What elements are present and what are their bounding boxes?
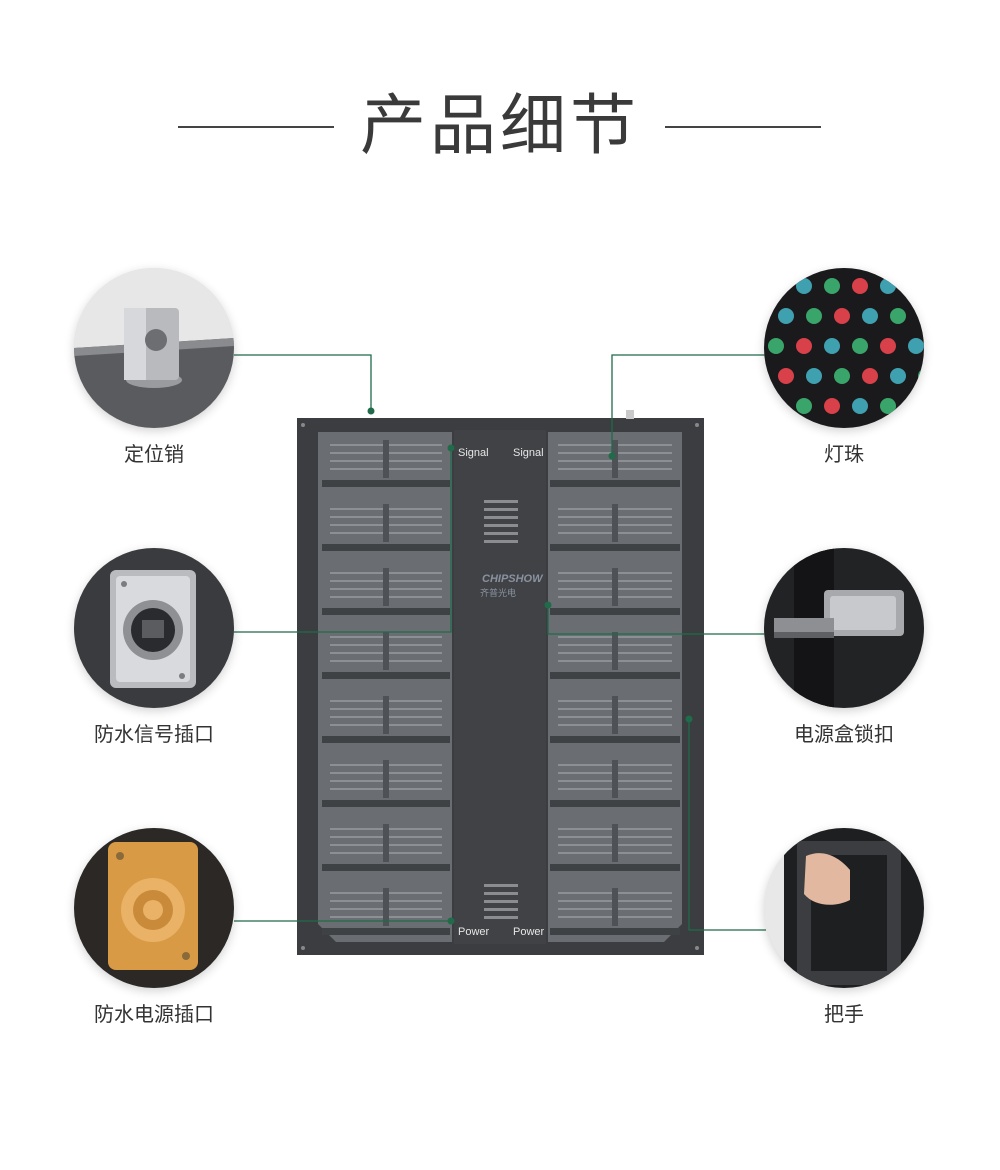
handle-icon: [764, 828, 924, 988]
label-led-beads: 灯珠: [824, 442, 864, 466]
power-box-vents-top: [484, 500, 518, 543]
callout-locating-pin: [74, 268, 234, 428]
callout-signal-port: [74, 548, 234, 708]
pin-nub: [626, 410, 634, 419]
connector-dots: [367, 407, 693, 925]
brand-watermark-cn: 齐普光电: [480, 587, 516, 599]
brand-watermark: CHIPSHOW: [482, 573, 544, 585]
label-power-port: 防水电源插口: [94, 1002, 214, 1026]
signal-label-left: Signal: [458, 447, 489, 459]
power-port-icon: [74, 828, 234, 988]
connector-lines: [234, 354, 766, 931]
power-label-left: Power: [458, 926, 490, 938]
left-module-area: [318, 432, 452, 942]
page-title: 产品细节: [360, 87, 640, 164]
callout-handle: [764, 828, 924, 988]
callout-power-lock: [764, 548, 924, 708]
header-line-right: [665, 126, 821, 128]
label-signal-port: 防水信号插口: [94, 722, 214, 746]
led-beads-icon: [764, 268, 924, 428]
callout-led-beads: [764, 268, 924, 428]
locating-pin-icon: [74, 268, 234, 428]
callout-power-port: [74, 828, 234, 988]
label-power-lock: 电源盒锁扣: [794, 722, 894, 746]
left-module-rows: [322, 440, 450, 935]
power-label-right: Power: [513, 926, 545, 938]
label-handle: 把手: [824, 1002, 864, 1026]
frame-holes: [301, 423, 699, 950]
power-box: [454, 430, 546, 944]
right-module-area: [548, 432, 682, 942]
signal-label-right: Signal: [513, 447, 544, 459]
signal-port-icon: [74, 548, 234, 708]
power-box-vents-bottom: [484, 884, 518, 919]
right-module-rows: [550, 440, 680, 935]
header-line-left: [178, 126, 334, 128]
lock-latch-icon: [764, 548, 924, 708]
label-locating-pin: 定位销: [124, 442, 184, 466]
